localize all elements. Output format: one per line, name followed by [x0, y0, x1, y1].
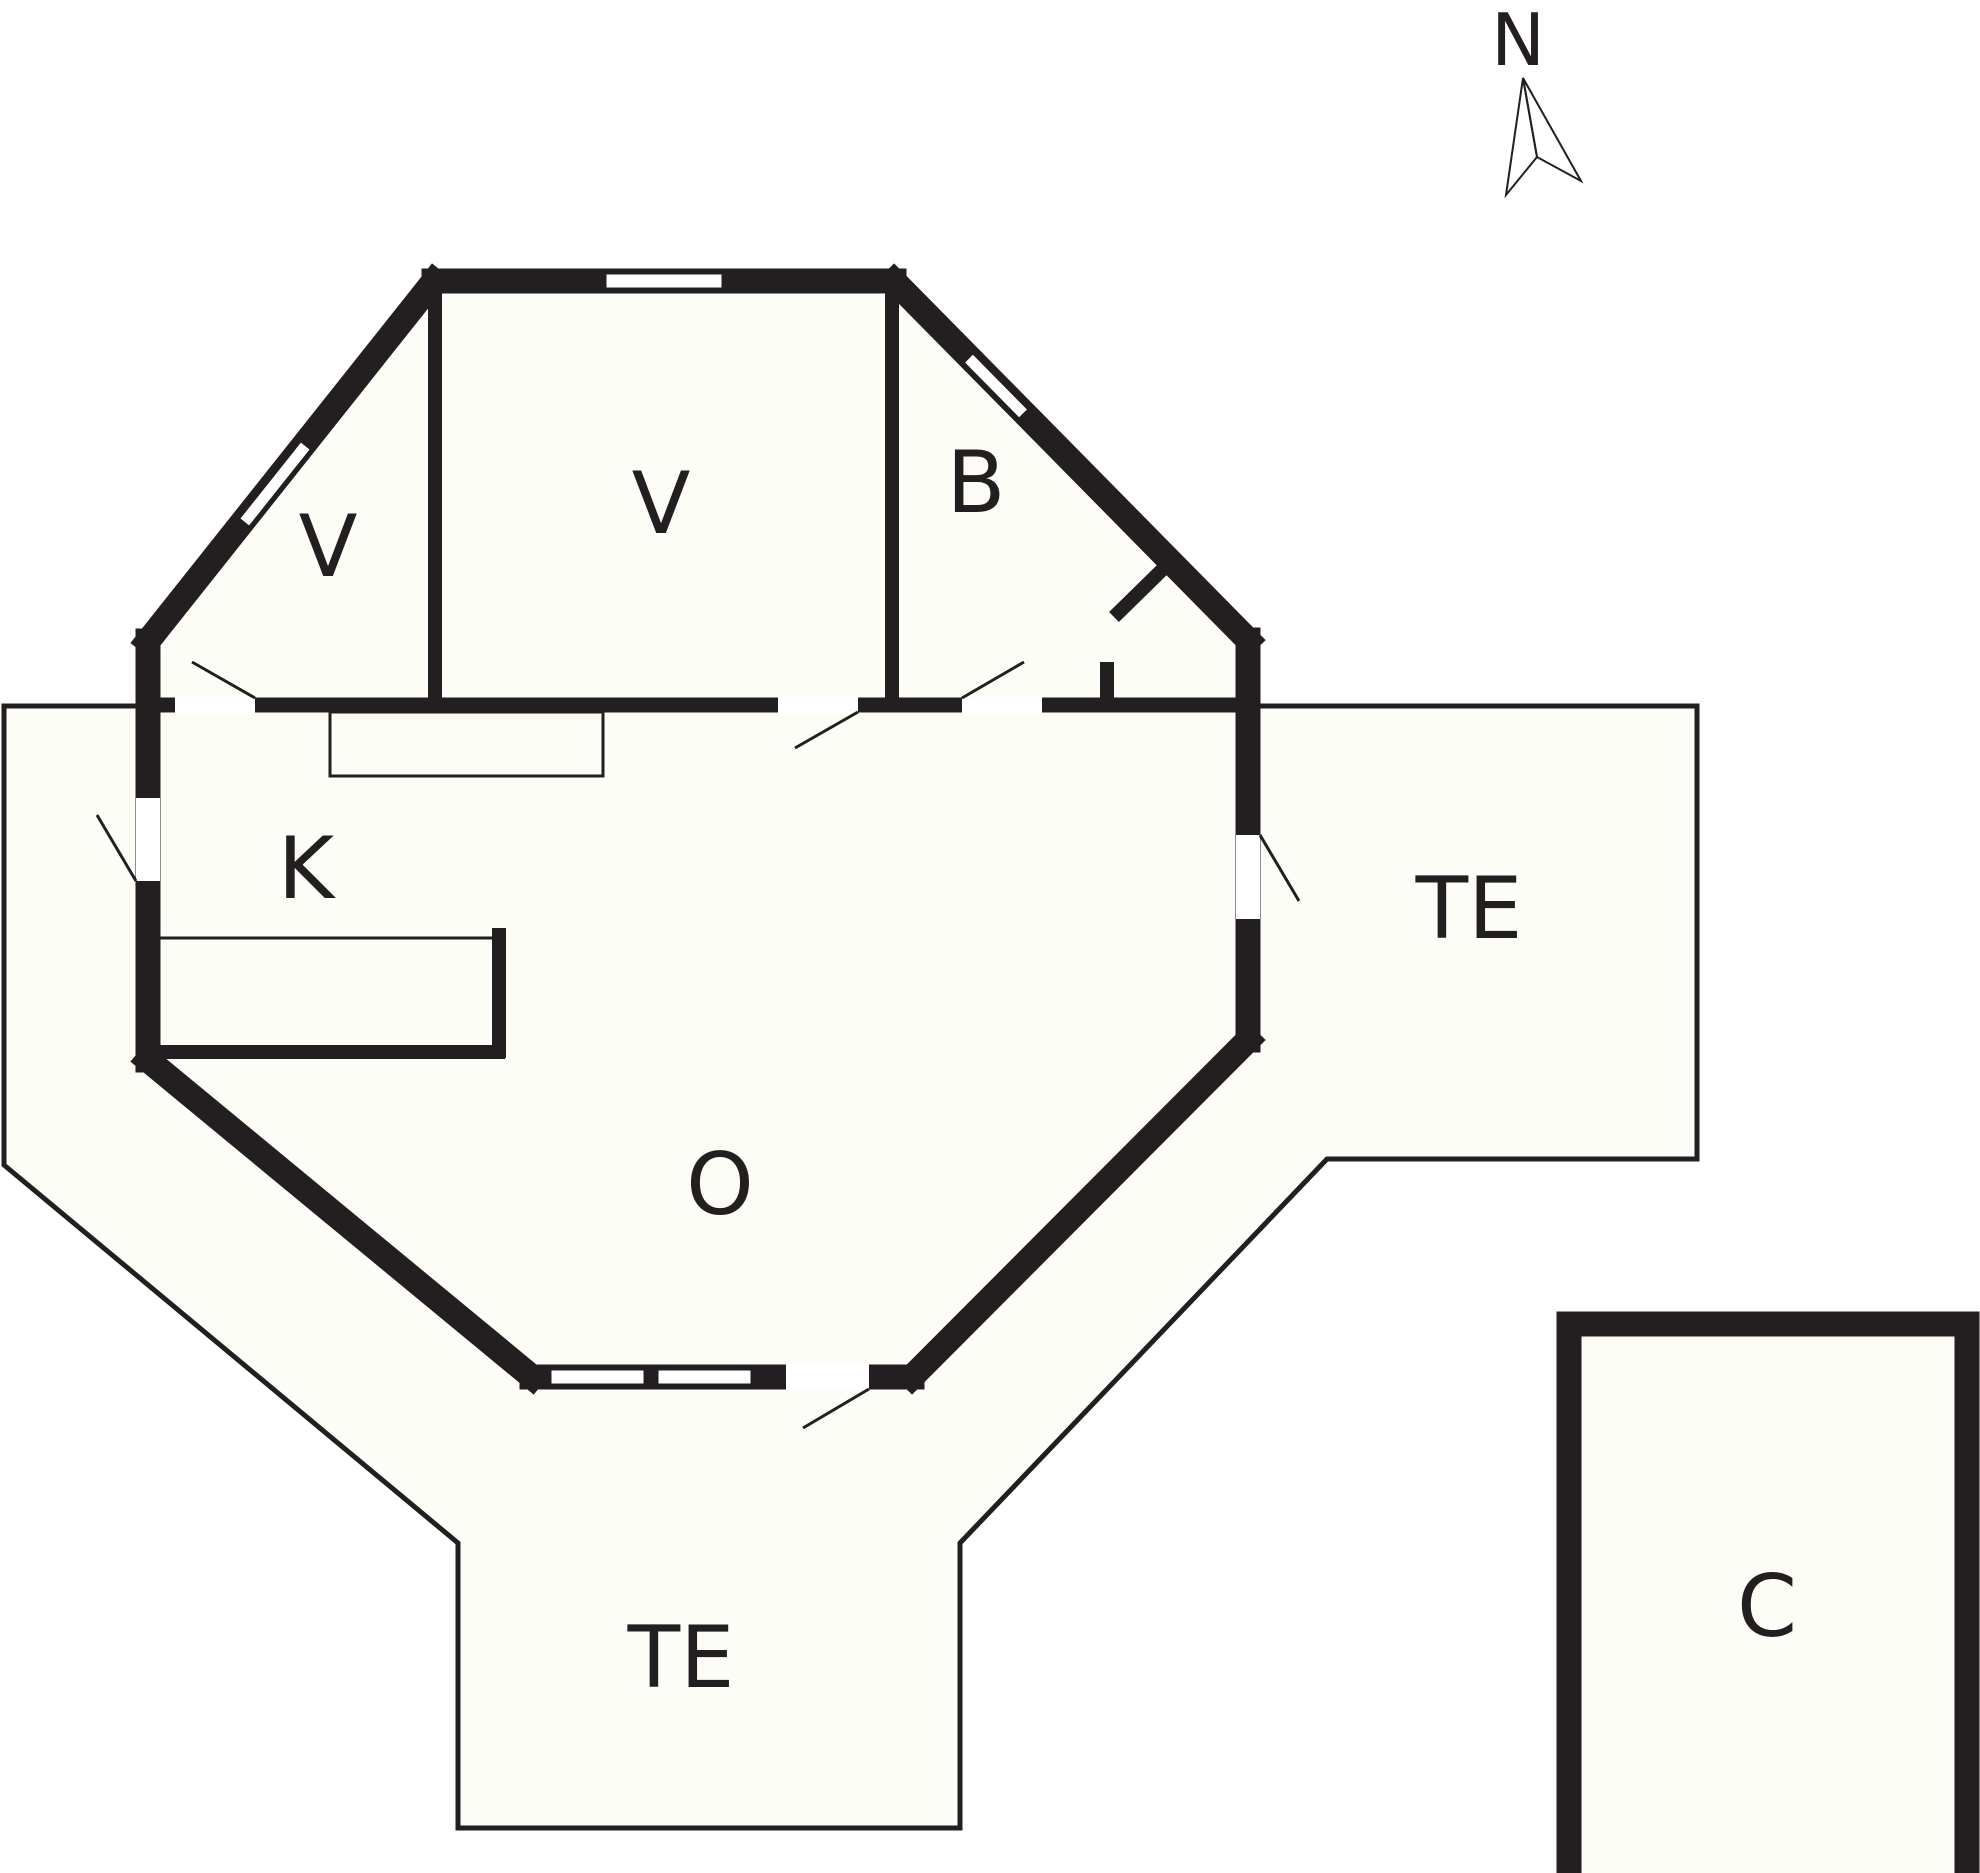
window-south-right	[655, 1367, 754, 1387]
interior-walls	[148, 288, 1248, 1059]
door-south	[802, 1387, 870, 1430]
door-bedroom-center	[794, 710, 859, 750]
fixtures	[160, 710, 605, 940]
doorway-bathroom	[962, 697, 1042, 714]
room-label-terrace-south: TE	[627, 1608, 735, 1708]
room-label-bedroom-west: V	[299, 497, 358, 597]
room-label-terrace-east: TE	[1415, 859, 1523, 959]
north-arrow: N	[1491, 0, 1584, 199]
room-label-storage: C	[1737, 1557, 1797, 1657]
doorway-west	[136, 798, 160, 881]
window-northwest	[236, 438, 314, 530]
room-label-living-room: O	[686, 1135, 754, 1235]
room-label-bedroom-center: V	[632, 454, 691, 554]
storage-walls	[1556, 1311, 1980, 1873]
doorway-south	[786, 1364, 869, 1390]
room-labels: V V B K O TE TE C	[278, 433, 1797, 1708]
door-swings	[95, 660, 1301, 1430]
doorway-east	[1236, 835, 1260, 919]
door-east	[1258, 834, 1301, 902]
wardrobe	[328, 710, 605, 778]
north-label: N	[1491, 0, 1545, 82]
room-label-bathroom: B	[947, 433, 1006, 533]
window-north	[603, 271, 725, 291]
room-label-kitchen: K	[278, 819, 337, 919]
compass-icon	[1504, 77, 1584, 199]
door-west	[95, 814, 138, 882]
door-bedroom-west	[191, 660, 256, 700]
doorway-bedroom-west	[175, 697, 255, 714]
window-northeast	[960, 350, 1032, 422]
door-bathroom	[961, 660, 1025, 700]
doorway-bedroom-center	[778, 697, 858, 714]
door-openings	[136, 697, 1260, 1390]
window-south-left	[548, 1367, 647, 1387]
windows	[236, 271, 1032, 1387]
storage-interior	[1570, 1325, 1970, 1873]
house-interior	[148, 276, 1248, 1381]
